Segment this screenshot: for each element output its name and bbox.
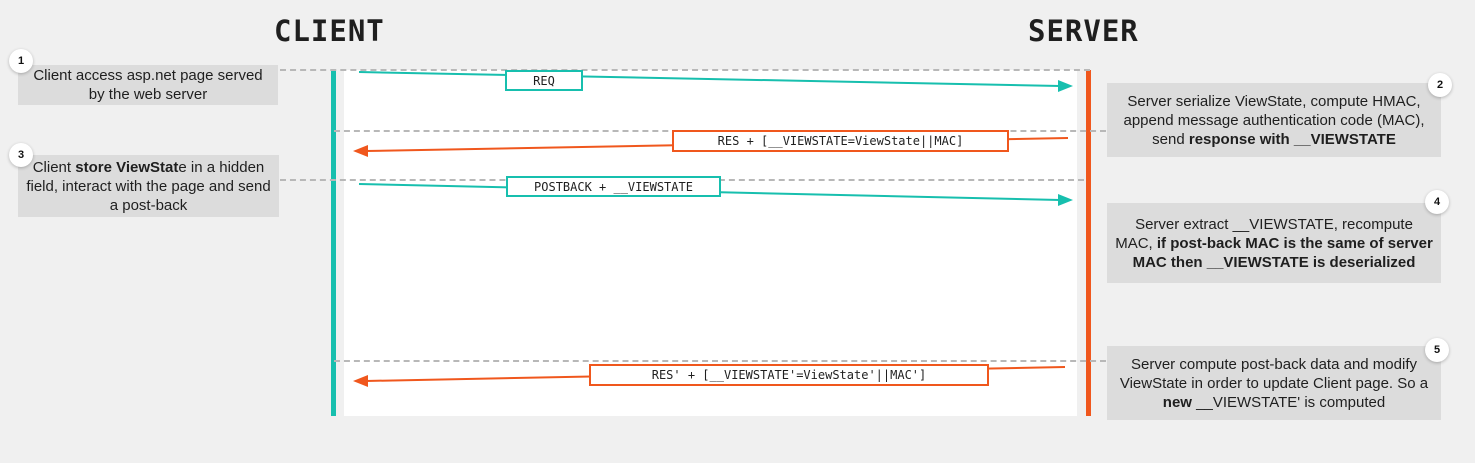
client-header: CLIENT [274,14,385,48]
step-2-text-part: Server serialize ViewState, compute HMAC… [1123,92,1425,148]
step-3-text-part: Client [32,158,76,176]
message-lane [344,70,1077,416]
server-lifeline [1086,70,1091,416]
step-1-badge: 1 [9,49,33,73]
step-1-guide-line [280,69,1090,71]
step-3-note: Client store ViewState in a hidden field… [18,155,279,217]
step-4-note: Server extract __VIEWSTATE, recompute MA… [1107,203,1441,283]
step-3-text: Client store ViewState in a hidden field… [26,158,271,215]
step-1-text-part: Client access asp.net page served by the… [33,67,263,103]
step-5-text-part: Server compute post-back data and modify… [1119,355,1429,392]
server-header: SERVER [1028,14,1139,48]
step-1-text: Client access asp.net page served by the… [26,66,270,104]
res-prime-message-label: RES' + [__VIEWSTATE'=ViewState'||MAC'] [589,364,989,386]
res-message-label: RES + [__VIEWSTATE=ViewState||MAC] [672,130,1009,152]
step-5-badge: 5 [1425,338,1449,362]
step-2-badge: 2 [1428,73,1452,97]
step-5-note: Server compute post-back data and modify… [1107,346,1441,420]
req-arrow [358,71,1073,92]
step-2-text: Server serialize ViewState, compute HMAC… [1115,92,1433,149]
req-message-label: REQ [505,70,583,91]
step-4-text-part: Server extract __VIEWSTATE, recompute MA… [1115,215,1413,252]
step-5-text: Server compute post-back data and modify… [1115,355,1433,412]
step-2-text-part: response with __VIEWSTATE [1188,130,1396,148]
step-5-guide-line [334,360,1106,362]
step-3-text-part: store ViewStat [75,158,179,176]
step-4-badge: 4 [1425,190,1449,214]
step-3-badge: 3 [9,143,33,167]
step-4-text: Server extract __VIEWSTATE, recompute MA… [1115,215,1433,272]
postback-message-label: POSTBACK + __VIEWSTATE [506,176,721,197]
step-1-note: Client access asp.net page served by the… [18,65,278,105]
step-5-text-part: new [1162,393,1192,411]
client-lifeline [331,70,336,416]
step-4-text-part: if post-back MAC is the same of server M… [1132,234,1433,271]
step-2-note: Server serialize ViewState, compute HMAC… [1107,83,1441,157]
step-3-text-part: e in a hidden field, interact with the p… [26,158,271,214]
step-5-text-part: __VIEWSTATE' is computed [1191,393,1386,411]
